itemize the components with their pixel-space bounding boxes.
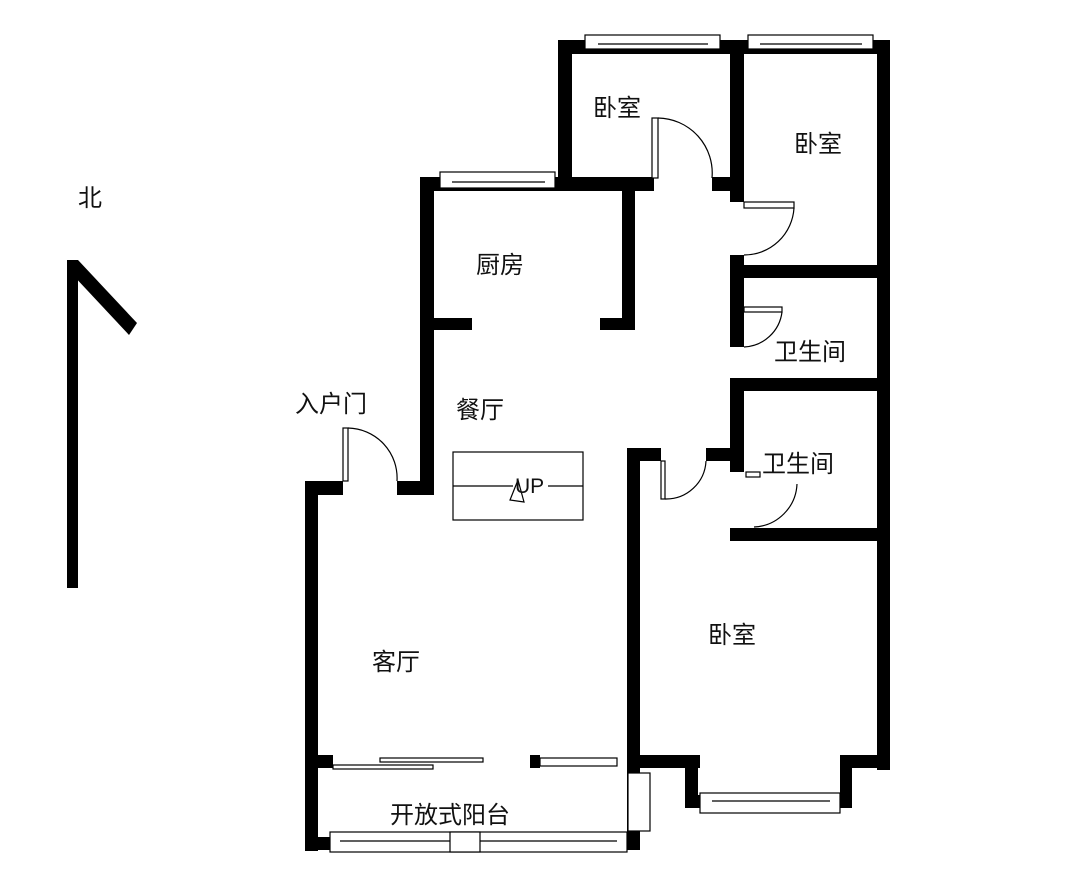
room-label-bedroom-bottom: 卧室 (708, 621, 756, 649)
north-arrow-icon (67, 260, 137, 588)
walls (305, 40, 890, 851)
room-label-entrance: 入户门 (295, 390, 367, 418)
room-label-bathroom-upper: 卫生间 (774, 338, 846, 366)
room-label-dining: 餐厅 (456, 396, 504, 424)
room-label-kitchen: 厨房 (476, 251, 524, 279)
room-label-bathroom-lower: 卫生间 (762, 450, 834, 478)
staircase (452, 451, 584, 521)
north-label: 北 (78, 184, 102, 212)
room-label-balcony: 开放式阳台 (390, 801, 510, 829)
room-label-living: 客厅 (372, 648, 420, 676)
room-label-bedroom-top-right: 卧室 (794, 130, 842, 158)
windows (329, 34, 874, 853)
stairs-up-label: UP (515, 475, 545, 498)
doors (342, 117, 798, 528)
room-label-bedroom-top-left: 卧室 (593, 94, 641, 122)
